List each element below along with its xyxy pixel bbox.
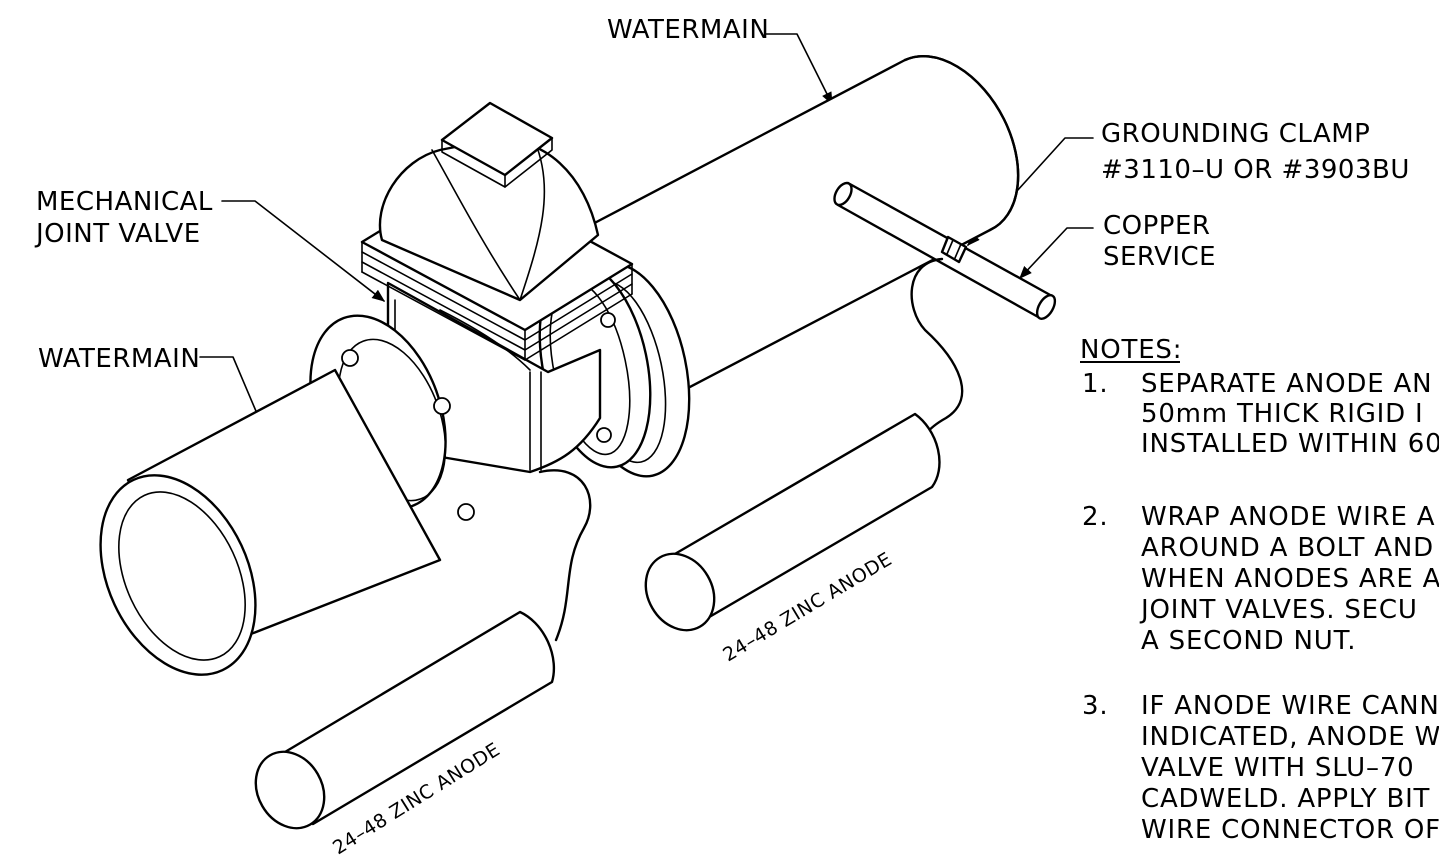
note-2-line-4: JOINT VALVES. SECU xyxy=(1139,595,1418,625)
zinc-anode-left: 24–48 ZINC ANODE xyxy=(254,610,556,858)
note-2-line-1: WRAP ANODE WIRE A xyxy=(1141,502,1435,532)
note-1-line-2: 50mm THICK RIGID I xyxy=(1141,399,1423,429)
note-2-line-3: WHEN ANODES ARE A xyxy=(1141,564,1439,594)
note-1-line-3: INSTALLED WITHIN 60 xyxy=(1141,429,1439,459)
label-joint-valve: JOINT VALVE xyxy=(34,219,201,249)
label-grounding-clamp: GROUNDING CLAMP xyxy=(1101,119,1370,149)
leader-watermain-top xyxy=(764,33,833,106)
watermain-pipe-back xyxy=(583,55,1020,402)
notes-block: NOTES: 1. SEPARATE ANODE AN 50mm THICK R… xyxy=(1080,335,1439,845)
leader-watermain-left xyxy=(199,356,265,432)
notes-heading: NOTES: xyxy=(1080,335,1182,365)
note-3-line-2: INDICATED, ANODE WI xyxy=(1141,722,1439,752)
leader-copper-service xyxy=(1019,227,1094,279)
label-copper: COPPER xyxy=(1103,211,1210,241)
label-mechanical: MECHANICAL xyxy=(36,187,213,217)
note-2-number: 2. xyxy=(1082,502,1108,532)
label-watermain-top: WATERMAIN xyxy=(607,15,769,45)
watermain-pipe-front xyxy=(99,368,442,676)
note-2-line-5: A SECOND NUT. xyxy=(1141,626,1356,656)
note-3-line-1: IF ANODE WIRE CANN xyxy=(1141,691,1439,721)
label-service: SERVICE xyxy=(1103,242,1216,272)
copper-service-pipe xyxy=(833,181,1057,320)
label-clamp-part-numbers: #3110–U OR #3903BU xyxy=(1101,155,1410,185)
note-3-line-3: VALVE WITH SLU–70 xyxy=(1141,753,1415,783)
note-2-line-2: AROUND A BOLT AND xyxy=(1141,533,1434,563)
note-1-line-1: SEPARATE ANODE AN xyxy=(1141,369,1432,399)
mechanical-joint-valve xyxy=(309,101,691,521)
label-watermain-left: WATERMAIN xyxy=(38,344,200,374)
note-1-number: 1. xyxy=(1082,369,1108,399)
note-3-number: 3. xyxy=(1082,691,1108,721)
grounding-clamp-band xyxy=(940,235,968,264)
note-3-line-4: CADWELD. APPLY BIT xyxy=(1141,784,1430,814)
leader-valve xyxy=(221,200,386,302)
note-3-line-5: WIRE CONNECTOR OF xyxy=(1141,815,1439,845)
